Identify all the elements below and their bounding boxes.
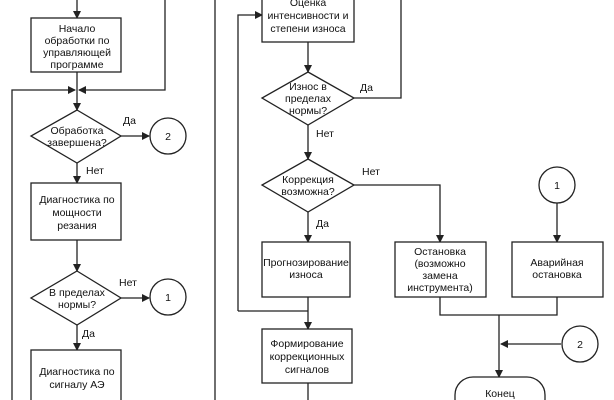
label-yes: Да xyxy=(82,328,95,340)
svg-text:Обработка: Обработка xyxy=(51,125,104,137)
node-correction-signals: Формирование коррекционных сигналов xyxy=(261,328,353,384)
svg-text:Формирование: Формирование xyxy=(270,338,343,350)
svg-text:износа: износа xyxy=(289,269,323,281)
svg-text:нормы?: нормы? xyxy=(58,299,96,311)
svg-text:сигналу АЭ: сигналу АЭ xyxy=(49,379,105,391)
connector-2: 2 xyxy=(561,325,599,363)
svg-text:(возможно: (возможно xyxy=(414,258,465,270)
label-yes: Да xyxy=(360,82,373,94)
svg-text:резания: резания xyxy=(57,220,96,232)
svg-text:2: 2 xyxy=(577,339,583,351)
svg-text:2: 2 xyxy=(165,131,171,143)
svg-text:нормы?: нормы? xyxy=(289,105,327,117)
svg-text:1: 1 xyxy=(554,180,560,192)
node-emergency-stop: Аварийная остановка xyxy=(511,241,604,298)
edge xyxy=(237,11,263,311)
terminal-end: Конец xyxy=(454,376,546,400)
svg-text:мощности: мощности xyxy=(52,207,101,219)
decision-correction-possible: Коррекция возможна? xyxy=(260,158,356,213)
svg-text:Начало: Начало xyxy=(59,23,96,35)
svg-text:Конец: Конец xyxy=(485,388,515,400)
node-wear-forecast: Прогнозирование износа xyxy=(261,241,351,298)
svg-text:Остановка: Остановка xyxy=(414,246,466,258)
svg-text:управляющей: управляющей xyxy=(43,47,111,59)
node-stop: Остановка (возможно замена инструмента) xyxy=(394,241,487,298)
svg-text:возможна?: возможна? xyxy=(281,186,335,198)
svg-text:интенсивности и: интенсивности и xyxy=(267,10,348,22)
svg-text:Прогнозирование: Прогнозирование xyxy=(263,257,349,269)
edge xyxy=(78,0,166,94)
svg-text:программе: программе xyxy=(50,59,103,71)
label-no: Нет xyxy=(316,128,334,140)
label-no: Нет xyxy=(362,166,380,178)
label-yes: Да xyxy=(123,115,136,127)
node-start-processing: Начало обработки по управляющей программ… xyxy=(30,17,122,73)
svg-text:коррекционных: коррекционных xyxy=(270,351,346,363)
label-no: Нет xyxy=(86,165,104,177)
edge xyxy=(439,297,558,316)
node-ae-diagnostics: Диагностика по сигналу АЭ xyxy=(30,349,122,400)
svg-text:Аварийная: Аварийная xyxy=(530,257,583,269)
svg-text:В пределах: В пределах xyxy=(49,287,106,299)
edge xyxy=(11,86,76,400)
svg-text:Оценка: Оценка xyxy=(290,0,327,9)
svg-text:1: 1 xyxy=(165,292,171,304)
label-yes: Да xyxy=(316,218,329,230)
decision-within-norm: В пределах нормы? xyxy=(29,270,123,326)
label-no: Нет xyxy=(119,277,137,289)
svg-text:замена: замена xyxy=(422,270,458,282)
decision-wear-norm: Износ в пределах нормы? xyxy=(260,71,356,126)
svg-text:Коррекция: Коррекция xyxy=(282,174,334,186)
svg-text:Диагностика по: Диагностика по xyxy=(39,194,114,206)
edge xyxy=(354,184,444,243)
svg-text:завершена?: завершена? xyxy=(47,137,107,149)
connector-1: 1 xyxy=(538,166,576,204)
svg-text:Износ в: Износ в xyxy=(289,81,327,93)
svg-text:сигналов: сигналов xyxy=(285,364,330,376)
connector-1: 1 xyxy=(149,278,187,316)
svg-text:Диагностика по: Диагностика по xyxy=(39,366,114,378)
decision-processing-done: Обработка завершена? xyxy=(29,109,123,164)
svg-text:степени износа: степени износа xyxy=(270,23,345,35)
svg-text:обработки по: обработки по xyxy=(45,35,110,47)
svg-text:пределах: пределах xyxy=(285,93,332,105)
svg-text:остановка: остановка xyxy=(532,269,582,281)
svg-text:инструмента): инструмента) xyxy=(407,282,472,294)
node-wear-evaluation: Оценка интенсивности и степени износа xyxy=(261,0,355,43)
node-power-diagnostics: Диагностика по мощности резания xyxy=(30,182,122,241)
edge xyxy=(354,0,402,99)
connector-2: 2 xyxy=(149,117,187,155)
